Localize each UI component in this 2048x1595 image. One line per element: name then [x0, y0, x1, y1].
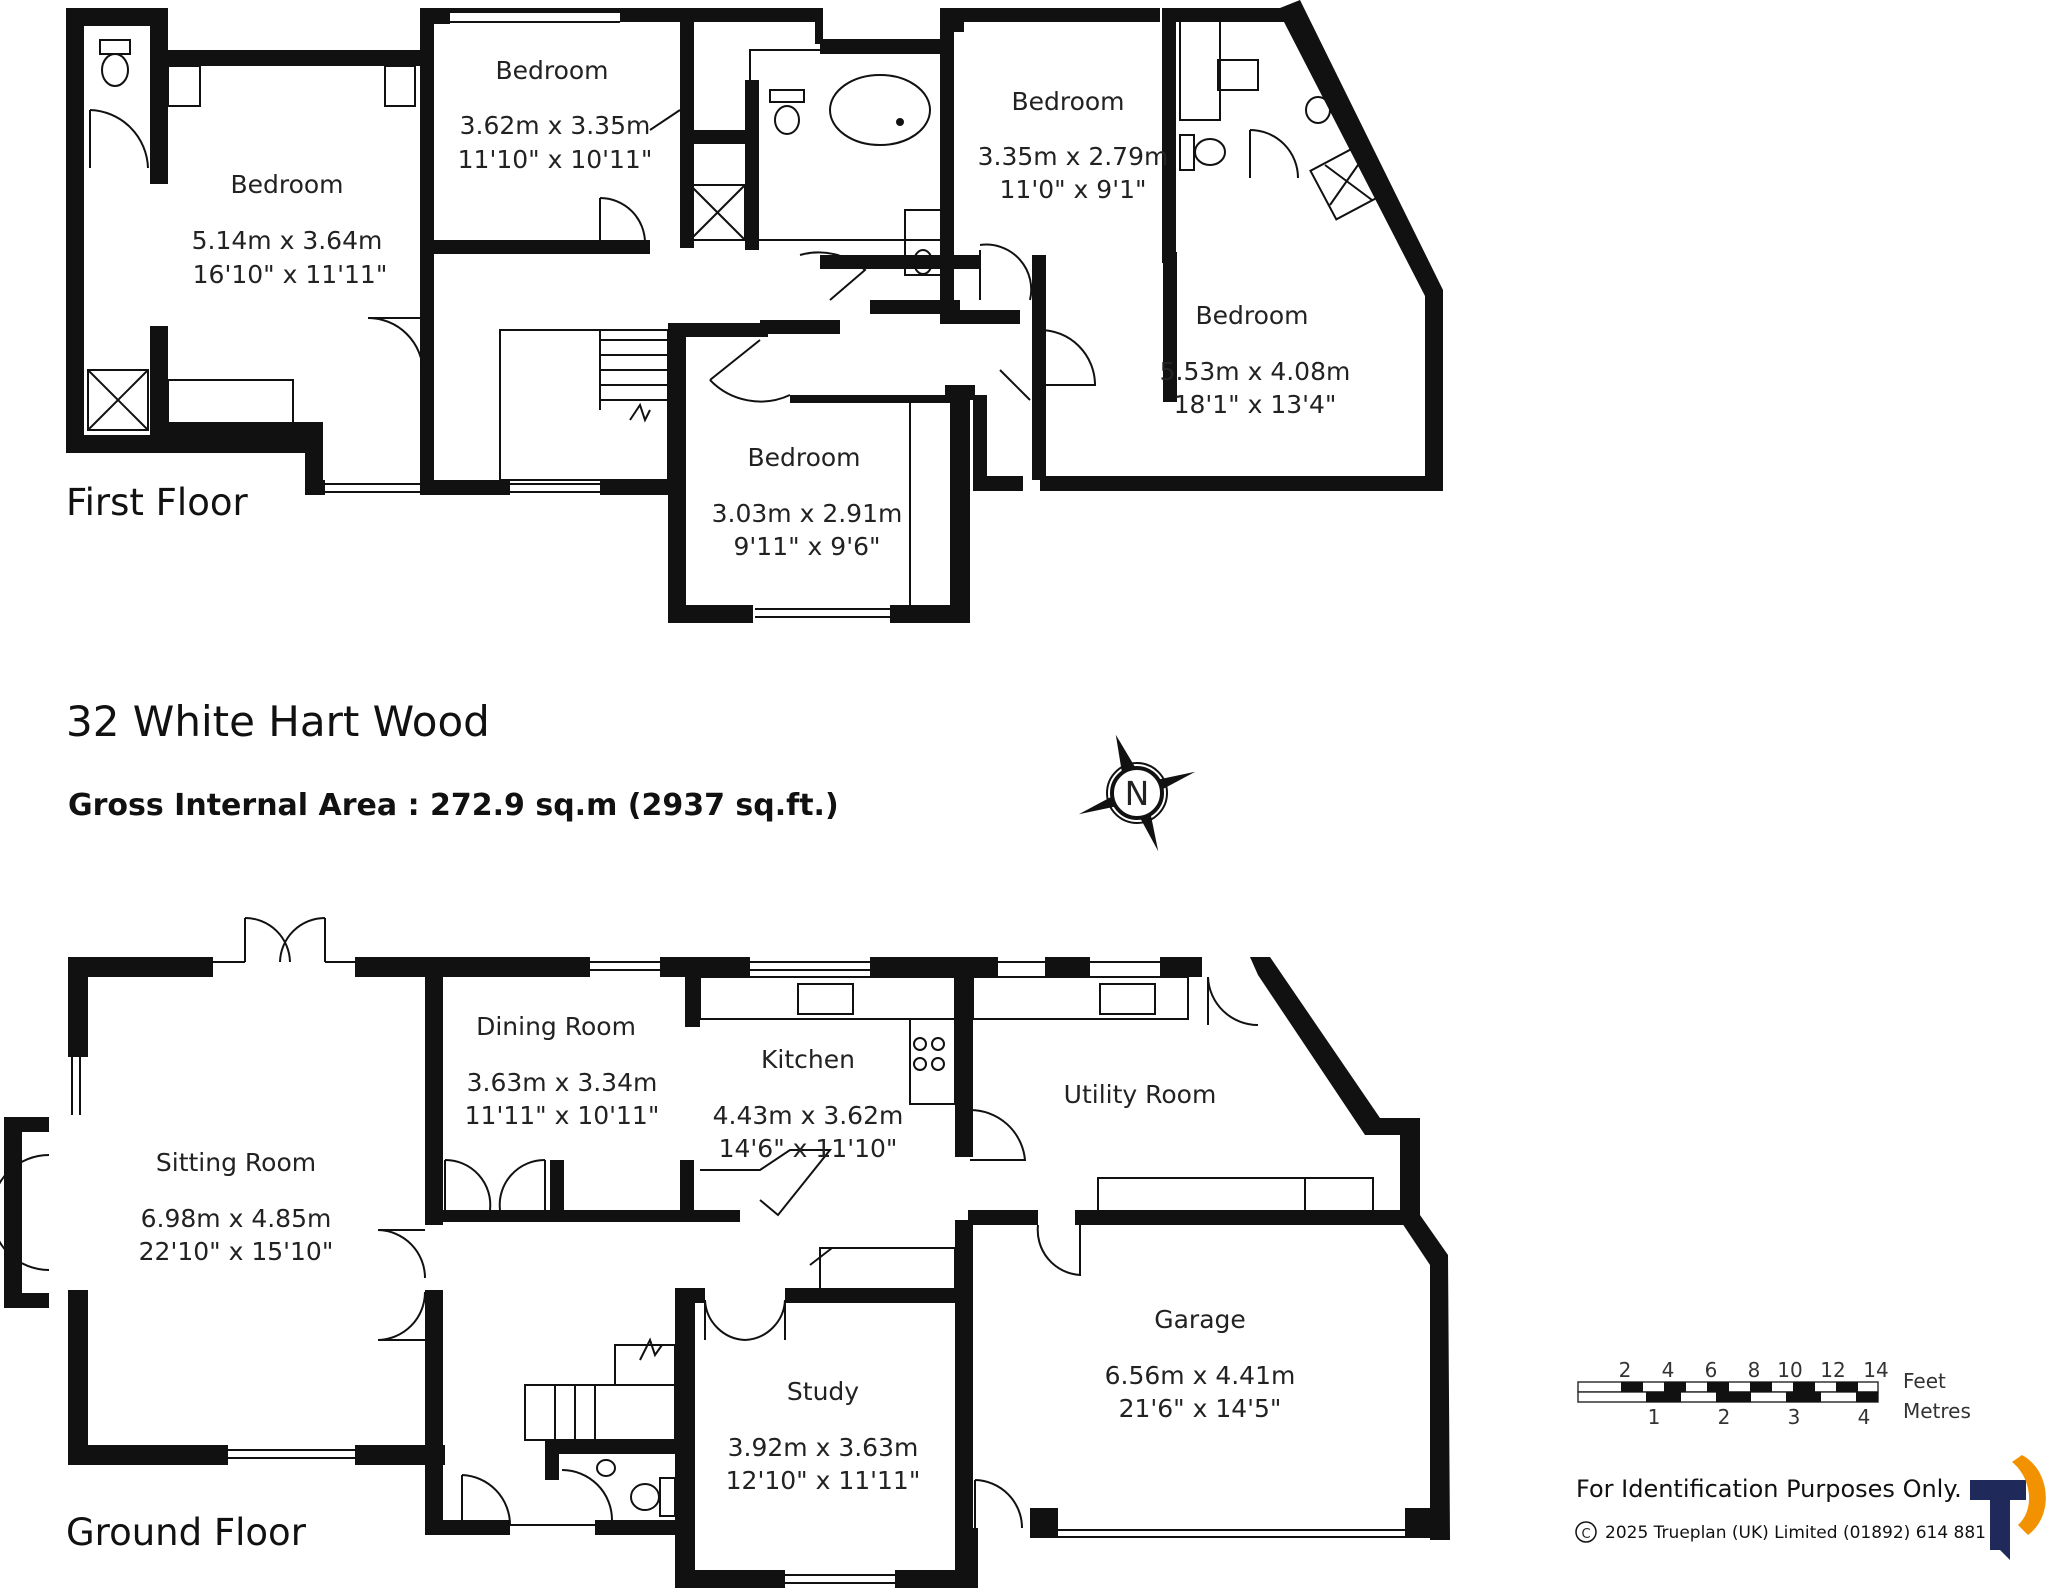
- scale-metre-tick: 1: [1648, 1405, 1661, 1429]
- copyright-line: C 2025 Trueplan (UK) Limited (01892) 614…: [1575, 1521, 1986, 1543]
- first-floor-labels: Bedroom 5.14m x 3.64m 16'10" x 11'11" Be…: [66, 56, 1350, 561]
- scale-bar: 2 4 6 8 10 12 14 1 2 3 4 Feet Metres: [1577, 1358, 1971, 1429]
- compass-label: N: [1125, 774, 1150, 813]
- room-dim-metric: 6.98m x 4.85m: [141, 1204, 332, 1233]
- room-dim-metric: 3.92m x 3.63m: [728, 1433, 919, 1462]
- trueplan-logo: [1970, 1455, 2046, 1560]
- scale-feet-tick: 14: [1863, 1358, 1888, 1382]
- scale-metres-label: Metres: [1903, 1399, 1971, 1423]
- scale-feet-tick: 2: [1619, 1358, 1632, 1382]
- room-name: Garage: [1154, 1305, 1246, 1334]
- scale-metre-tick: 3: [1788, 1405, 1801, 1429]
- ground-floor-plan: [0, 917, 1450, 1588]
- ground-floor-fixtures: [0, 917, 1374, 1529]
- ground-floor-windows: [71, 961, 1405, 1584]
- room-dim-imperial: 9'11" x 9'6": [734, 532, 881, 561]
- first-floor-title: First Floor: [66, 481, 248, 524]
- room-name: Dining Room: [476, 1012, 636, 1041]
- scale-metre-tick: 2: [1718, 1405, 1731, 1429]
- room-dim-metric: 3.63m x 3.34m: [467, 1068, 658, 1097]
- room-dim-imperial: 21'6" x 14'5": [1119, 1394, 1282, 1423]
- property-address: 32 White Hart Wood: [66, 697, 490, 746]
- room-dim-imperial: 12'10" x 11'11": [726, 1466, 921, 1495]
- disclaimer: For Identification Purposes Only.: [1576, 1475, 1962, 1503]
- room-name: Bedroom: [495, 56, 608, 85]
- room-dim-metric: 4.43m x 3.62m: [713, 1101, 904, 1130]
- first-floor-windows: [69, 11, 1370, 618]
- room-name: Bedroom: [1195, 301, 1308, 330]
- room-name: Utility Room: [1064, 1080, 1217, 1109]
- ground-floor-labels: Sitting Room 6.98m x 4.85m 22'10" x 15'1…: [66, 1012, 1295, 1554]
- scale-feet-tick: 8: [1748, 1358, 1761, 1382]
- scale-feet-tick: 10: [1777, 1358, 1802, 1382]
- scale-feet-tick: 12: [1820, 1358, 1845, 1382]
- room-dim-metric: 3.62m x 3.35m: [460, 111, 651, 140]
- first-floor-fixtures: [87, 19, 1387, 605]
- room-name: Bedroom: [230, 170, 343, 199]
- room-dim-imperial: 11'11" x 10'11": [465, 1101, 660, 1130]
- room-dim-imperial: 16'10" x 11'11": [193, 260, 388, 289]
- copyright-text: 2025 Trueplan (UK) Limited (01892) 614 8…: [1605, 1523, 1986, 1543]
- first-floor-plan: [66, 0, 1443, 623]
- room-name: Sitting Room: [156, 1148, 316, 1177]
- copyright-icon: [1575, 1521, 1597, 1543]
- room-dim-metric: 3.35m x 2.79m: [978, 142, 1169, 171]
- room-dim-imperial: 14'6" x 11'10": [719, 1134, 898, 1163]
- ground-floor-title: Ground Floor: [66, 1511, 307, 1554]
- room-name: Study: [787, 1377, 859, 1406]
- room-dim-metric: 5.14m x 3.64m: [192, 226, 383, 255]
- svg-text:C: C: [1581, 1527, 1590, 1542]
- room-dim-imperial: 11'10" x 10'11": [458, 145, 653, 174]
- scale-feet-label: Feet: [1903, 1369, 1946, 1393]
- scale-metre-tick: 4: [1858, 1405, 1871, 1429]
- room-name: Bedroom: [747, 443, 860, 472]
- gross-internal-area: Gross Internal Area : 272.9 sq.m (2937 s…: [68, 788, 839, 823]
- room-name: Bedroom: [1011, 87, 1124, 116]
- compass-icon: N: [1078, 734, 1196, 852]
- room-dim-metric: 6.56m x 4.41m: [1105, 1361, 1296, 1390]
- scale-feet-tick: 4: [1662, 1358, 1675, 1382]
- room-dim-metric: 3.03m x 2.91m: [712, 499, 903, 528]
- room-dim-imperial: 18'1" x 13'4": [1174, 390, 1337, 419]
- first-floor-walls: [66, 0, 1443, 623]
- room-dim-imperial: 22'10" x 15'10": [139, 1237, 334, 1266]
- room-dim-metric: 5.53m x 4.08m: [1160, 357, 1351, 386]
- room-name: Kitchen: [761, 1045, 855, 1074]
- room-dim-imperial: 11'0" x 9'1": [1000, 175, 1147, 204]
- scale-feet-tick: 6: [1705, 1358, 1718, 1382]
